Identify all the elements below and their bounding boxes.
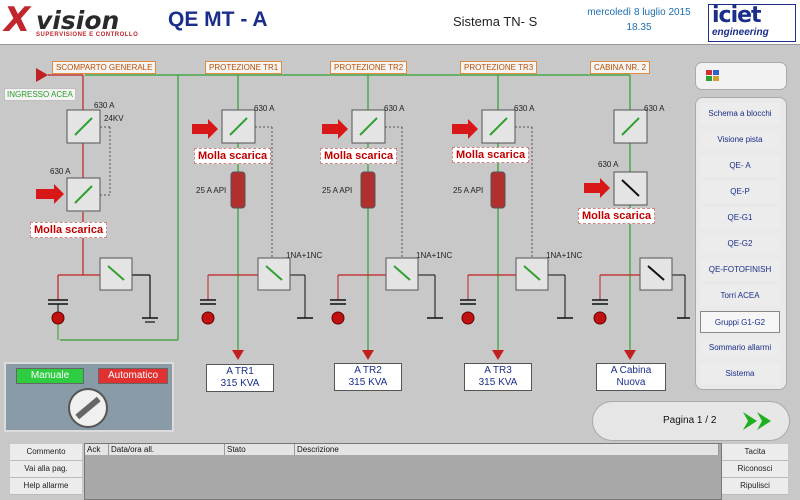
- nav-qe-p[interactable]: QE-P: [700, 181, 780, 203]
- nav-qe-a[interactable]: QE- A: [700, 155, 780, 177]
- col-descrizione: Descrizione: [295, 444, 719, 455]
- mode-selector-knob[interactable]: [68, 388, 108, 428]
- section-label-cabina: CABINA NR. 2: [590, 61, 651, 74]
- amp-label: 630 A: [94, 101, 115, 110]
- contact-label: 1NA+1NC: [546, 251, 583, 260]
- brand-logo-sub: engineering: [712, 27, 769, 38]
- section-label-tr1: PROTEZIONE TR1: [205, 61, 283, 74]
- molla-scarica-label: Molla scarica: [30, 222, 108, 238]
- manual-mode-button[interactable]: Manuale: [16, 368, 84, 384]
- nav-qe-g2[interactable]: QE-G2: [700, 233, 780, 255]
- alarm-help-button[interactable]: Help allarme: [10, 478, 82, 495]
- nav-sommario-allarmi[interactable]: Sommario allarmi: [700, 337, 780, 359]
- display-icon-button[interactable]: [695, 62, 787, 90]
- nav-schema-a-blocchi[interactable]: Schema a blocchi: [700, 103, 780, 125]
- feeder-tr1: [200, 75, 313, 360]
- nav-qe-g1[interactable]: QE-G1: [700, 207, 780, 229]
- ingresso-label: INGRESSO ACEA: [4, 88, 76, 101]
- header-bar: X vision SUPERVISIONE E CONTROLLO QE MT …: [0, 0, 800, 45]
- brand-logo: [708, 4, 796, 42]
- feeder-cabina: [592, 75, 690, 360]
- output-tr3: A TR3 315 KVA: [464, 363, 532, 391]
- molla-scarica-label: Molla scarica: [320, 148, 398, 164]
- output-tr2: A TR2 315 KVA: [334, 363, 402, 391]
- page-indicator: Pagina 1 / 2: [663, 415, 717, 426]
- clear-button[interactable]: Ripulisci: [722, 478, 788, 495]
- fuse-label: 25 A API: [196, 186, 227, 195]
- goto-page-button[interactable]: Vai alla pag.: [10, 461, 82, 478]
- fuse-label: 25 A API: [453, 186, 484, 195]
- amp-label: 630 A: [50, 167, 71, 176]
- automatic-mode-button[interactable]: Automatico: [98, 368, 168, 384]
- nav-torri-acea[interactable]: Torri ACEA: [700, 285, 780, 307]
- amp-label: 630 A: [384, 104, 405, 113]
- output-cabina: A Cabina Nuova: [596, 363, 666, 391]
- section-label-generale: SCOMPARTO GENERALE: [52, 61, 157, 74]
- logo-text: vision: [36, 6, 120, 35]
- logo-subtitle: SUPERVISIONE E CONTROLLO: [36, 32, 139, 38]
- amp-label: 630 A: [514, 104, 535, 113]
- comment-button[interactable]: Commento: [10, 444, 82, 461]
- feeder-tr3: [460, 75, 573, 360]
- time-label: 18.35: [626, 22, 652, 33]
- mode-panel: Manuale Automatico: [4, 362, 174, 432]
- logo-x: X: [4, 0, 30, 40]
- page-navigator: Pagina 1 / 2: [592, 401, 790, 441]
- amp-label: 630 A: [644, 104, 665, 113]
- molla-scarica-label: Molla scarica: [578, 208, 656, 224]
- nav-sistema[interactable]: Sistema: [700, 363, 780, 385]
- knob-handle-icon: [75, 396, 101, 420]
- amp-label: 630 A: [598, 160, 619, 169]
- contact-label: 1NA+1NC: [286, 251, 323, 260]
- nav-visione-pista[interactable]: Visione pista: [700, 129, 780, 151]
- monitor-icon: [706, 70, 719, 81]
- system-label: Sistema TN- S: [453, 14, 538, 29]
- section-label-tr3: PROTEZIONE TR3: [460, 61, 538, 74]
- molla-scarica-label: Molla scarica: [194, 148, 272, 164]
- single-line-diagram: [36, 68, 690, 360]
- next-page-icon[interactable]: [743, 410, 779, 432]
- kv-label: 24KV: [104, 114, 124, 123]
- contact-label: 1NA+1NC: [416, 251, 453, 260]
- molla-scarica-label: Molla scarica: [452, 147, 530, 163]
- nav-gruppi-g1-g2[interactable]: Gruppi G1-G2: [700, 311, 780, 333]
- nav-qe-fotofinish[interactable]: QE-FOTOFINISH: [700, 259, 780, 281]
- silence-button[interactable]: Tacita: [722, 444, 788, 461]
- col-ack: Ack: [85, 444, 109, 455]
- brand-logo-main: iciet: [712, 3, 762, 28]
- col-date-time: Data/ora all.: [109, 444, 225, 455]
- acknowledge-button[interactable]: Riconosci: [722, 461, 788, 478]
- fuse-icons: [230, 171, 506, 209]
- output-tr1: A TR1 315 KVA: [206, 364, 274, 392]
- feeder-tr2: [330, 75, 443, 360]
- page-title: QE MT - A: [168, 8, 268, 31]
- fuse-label: 25 A API: [322, 186, 353, 195]
- col-stato: Stato: [225, 444, 295, 455]
- incoming-arrow-icon: [36, 68, 48, 82]
- date-label: mercoledì 8 luglio 2015: [587, 7, 691, 18]
- amp-label: 630 A: [254, 104, 275, 113]
- section-label-tr2: PROTEZIONE TR2: [330, 61, 408, 74]
